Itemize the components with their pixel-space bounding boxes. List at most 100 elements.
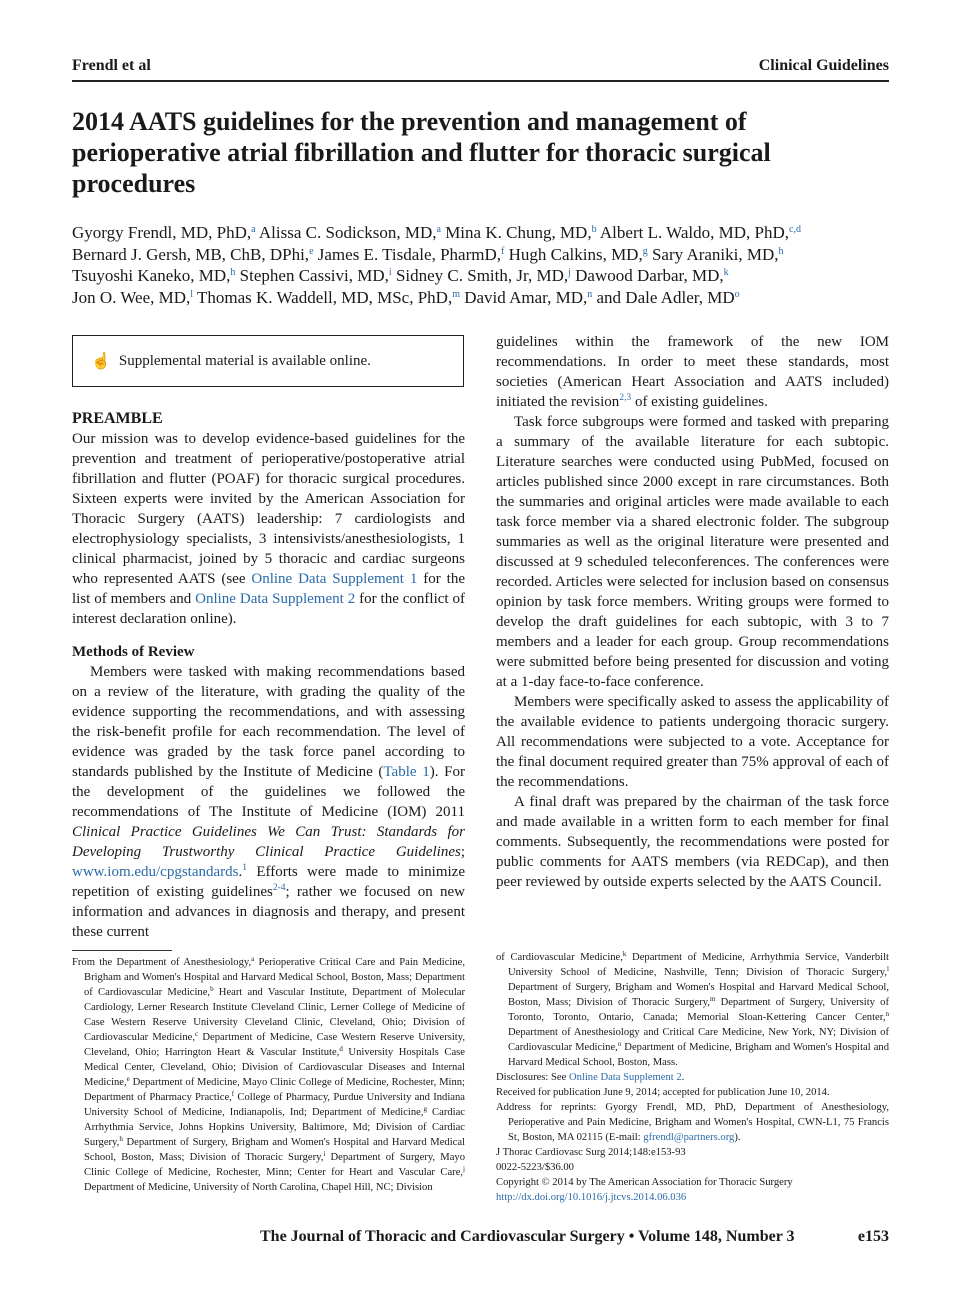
preamble-paragraph: Our mission was to develop evidence-base… (72, 429, 465, 629)
text: Address for reprints: Gyorgy Frendl, MD,… (496, 1102, 889, 1143)
ref-2-3[interactable]: 2,3 (619, 393, 632, 403)
footnotes-right: of Cardiovascular Medicine,k Department … (496, 950, 889, 1205)
affiliation-mark[interactable]: j (568, 267, 571, 279)
right-paragraph-1: guidelines within the framework of the n… (496, 332, 889, 412)
right-paragraph-2: Task force subgroups were formed and tas… (496, 414, 889, 690)
affiliation-mark[interactable]: j (463, 1165, 465, 1173)
right-paragraph-3: Members were specifically asked to asses… (496, 694, 889, 790)
affiliation-text: Cardiac Arrhythmia Service, Johns Hopkin… (84, 1107, 465, 1148)
author-line: Gyorgy Frendl, MD, PhD,a Alissa C. Sodic… (72, 222, 889, 244)
disclosures-link[interactable]: Online Data Supplement 2 (568, 1072, 682, 1083)
issn: 0022-5223/$36.00 (496, 1162, 574, 1173)
supplemental-box[interactable]: ☝ Supplemental material is available onl… (72, 335, 464, 387)
affiliation-mark[interactable]: a (251, 955, 255, 963)
affiliation-mark[interactable]: i (388, 267, 392, 279)
author-name: Albert L. Waldo, MD, PhD, (596, 223, 789, 242)
author-line: Tsuyoshi Kaneko, MD,h Stephen Cassivi, M… (72, 265, 889, 287)
affiliations-left: From the Department of Anesthesiology,a … (72, 955, 465, 1195)
affiliation-text: Department of Surgery, Brigham and Women… (508, 982, 889, 1008)
affiliation-mark[interactable]: g (423, 1105, 428, 1113)
author-name: Thomas K. Waddell, MD, MSc, PhD, (193, 287, 453, 307)
methods-heading: Methods of Review (72, 644, 195, 660)
disclosures: Disclosures: See Online Data Supplement … (496, 1070, 889, 1085)
author-line: Bernard J. Gersh, MB, ChB, DPhi,e James … (72, 244, 889, 266)
affiliation-mark[interactable]: k (723, 267, 729, 279)
received-dates: Received for publication June 9, 2014; a… (496, 1087, 830, 1098)
affiliation-mark[interactable]: o (734, 288, 740, 300)
affiliation-mark[interactable]: k (622, 950, 627, 958)
preamble-heading: PREAMBLE (72, 410, 163, 427)
methods-paragraph: Members were tasked with making recommen… (72, 662, 465, 942)
author-name: Bernard J. Gersh, MB, ChB, DPhi, (72, 244, 310, 264)
affiliation-mark[interactable]: g (642, 245, 648, 257)
affiliation-text: University Hospitals Case Medical Center… (84, 1047, 465, 1088)
affiliation-text: College of Pharmacy, Purdue University a… (84, 1092, 465, 1118)
ref-1[interactable]: 1 (242, 863, 247, 873)
affiliation-mark[interactable]: h (778, 245, 784, 257)
affiliation-mark[interactable]: e (309, 245, 314, 257)
affiliation-text: Department of Anesthesiology and Critica… (508, 1027, 889, 1053)
text: guidelines within the framework of the n… (496, 334, 889, 410)
affiliation-mark[interactable]: b (591, 224, 597, 235)
text: Disclosures: See (496, 1072, 569, 1083)
affiliation-mark[interactable]: l (887, 965, 889, 973)
footnote-rule (72, 950, 172, 951)
reprint-address: Address for reprints: Gyorgy Frendl, MD,… (496, 1100, 889, 1145)
affiliation-mark[interactable]: f (501, 245, 505, 257)
right-column: guidelines within the framework of the n… (496, 332, 889, 892)
affiliation-mark[interactable]: a (436, 224, 441, 235)
ref-2-4[interactable]: 2-4 (272, 883, 286, 893)
text: ; (460, 844, 465, 860)
affiliation-text: Heart and Vascular Institute, Department… (84, 987, 465, 1043)
author-name: and Dale Adler, MD (592, 287, 735, 307)
author-name: Stephen Cassivi, MD, (235, 266, 389, 286)
affiliation-mark[interactable]: f (231, 1090, 235, 1098)
affiliation-mark[interactable]: c (195, 1030, 199, 1038)
affiliation-mark[interactable]: c,d (789, 224, 801, 235)
footer-journal: The Journal of Thoracic and Cardiovascul… (260, 1228, 795, 1245)
affiliation-mark[interactable]: m (709, 995, 716, 1003)
text: for the list of members and (72, 571, 465, 607)
affiliation-mark[interactable]: m (452, 288, 460, 300)
table-1-link[interactable]: Table 1 (383, 764, 430, 780)
italic-title: Clinical Practice Guidelines We Can Trus… (72, 824, 465, 860)
page-number: e153 (857, 1228, 889, 1245)
text: Our mission was to develop evidence-base… (72, 431, 465, 587)
affiliation-text: Department of Surgery, Brigham and Women… (84, 1137, 465, 1163)
affiliation-mark[interactable]: d (339, 1045, 343, 1053)
affiliation-mark[interactable]: i (323, 1150, 326, 1158)
affiliation-mark[interactable]: o (617, 1040, 622, 1048)
author-name: Jon O. Wee, MD, (72, 287, 191, 307)
affiliation-text: Department of Medicine, Mayo Clinic Coll… (84, 1077, 465, 1103)
right-paragraph-4: A final draft was prepared by the chairm… (496, 794, 889, 890)
affiliation-text: Perioperative Critical Care and Pain Med… (84, 957, 466, 998)
affiliation-text: Department of Medicine, Brigham and Wome… (508, 1042, 889, 1068)
email-link[interactable]: gfrendl@partners.org (643, 1132, 735, 1143)
affiliation-text: Department of Medicine, Arrhythmia Servi… (508, 952, 889, 978)
text: Members were tasked with making recommen… (72, 664, 465, 780)
header-rule (72, 80, 889, 82)
affiliation-mark[interactable]: n (885, 1010, 890, 1018)
text: . (238, 864, 243, 880)
affiliation-mark[interactable]: l (190, 288, 194, 300)
online-data-supplement-2-link[interactable]: Online Data Supplement 2 (195, 591, 356, 607)
author-name: Alissa C. Sodickson, MD, (255, 223, 437, 242)
citation: J Thorac Cardiovasc Surg 2014;148:e153-9… (496, 1147, 686, 1158)
online-data-supplement-1-link[interactable]: Online Data Supplement 1 (251, 571, 418, 587)
doi-link[interactable]: http://dx.doi.org/10.1016/j.jtcvs.2014.0… (496, 1192, 687, 1203)
affiliation-mark[interactable]: n (587, 288, 593, 300)
affiliation-text: From the Department of Anesthesiology, (72, 957, 252, 968)
iom-url-link[interactable]: www.iom.edu/cpgstandards (72, 864, 239, 880)
author-name: Hugh Calkins, MD, (504, 244, 643, 264)
affiliation-mark[interactable]: a (251, 224, 256, 235)
affiliation-text: Department of Surgery, University of Tor… (508, 997, 889, 1023)
pointing-hand-icon: ☝ (91, 353, 111, 370)
author-list: Gyorgy Frendl, MD, PhD,a Alissa C. Sodic… (72, 222, 889, 308)
text: ). For the development of the guidelines… (72, 764, 465, 820)
affiliation-mark[interactable]: b (210, 985, 214, 993)
author-line: Jon O. Wee, MD,l Thomas K. Waddell, MD, … (72, 287, 889, 309)
affiliation-mark[interactable]: e (126, 1075, 130, 1083)
affiliation-mark[interactable]: h (230, 267, 236, 279)
running-header-section: Clinical Guidelines (758, 57, 889, 74)
affiliation-mark[interactable]: h (119, 1135, 123, 1143)
